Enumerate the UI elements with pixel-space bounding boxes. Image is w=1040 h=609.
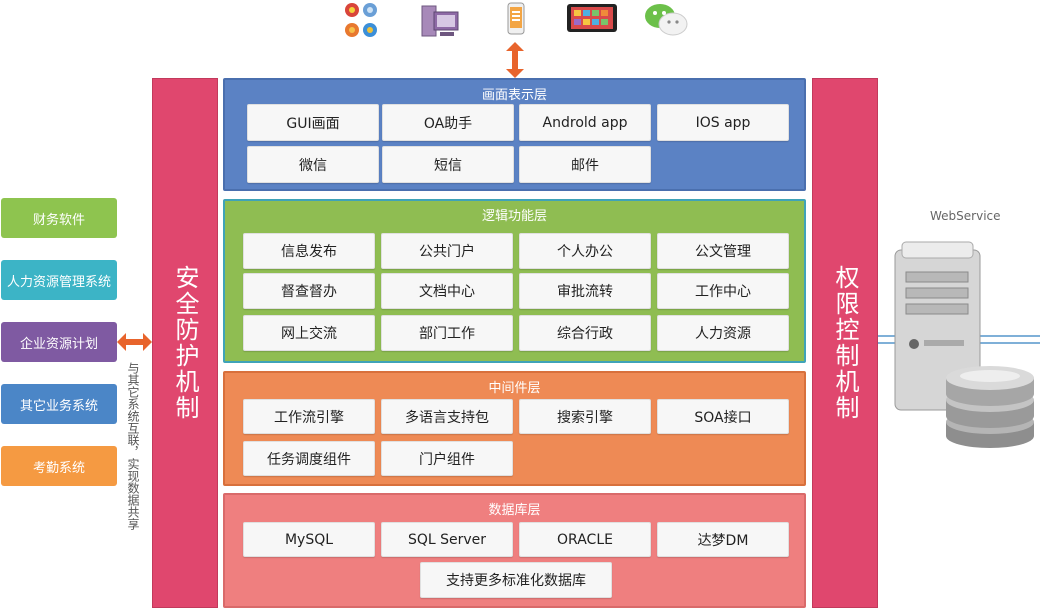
wechat-icon bbox=[645, 4, 688, 36]
database-item: 达梦DM bbox=[657, 522, 789, 557]
database-item: 支持更多标准化数据库 bbox=[420, 562, 612, 598]
middleware-item: SOA接口 bbox=[657, 399, 789, 434]
presentation-layer-title: 画面表示层 bbox=[481, 88, 547, 103]
logic-item: 文档中心 bbox=[381, 273, 513, 309]
database-layer-title: 数据库层 bbox=[488, 503, 541, 518]
middleware-layer-title: 中间件层 bbox=[488, 381, 541, 396]
middleware-layer: 中间件层 工作流引擎 多语言支持包 搜索引擎 SOA接口 任务调度组件 门户组件 bbox=[223, 371, 806, 486]
presentation-item: 邮件 bbox=[519, 146, 651, 183]
mobile-phone-icon bbox=[507, 2, 525, 35]
logic-item: 公文管理 bbox=[657, 233, 789, 269]
left-double-arrow bbox=[117, 333, 152, 351]
presentation-item: OA助手 bbox=[382, 104, 514, 141]
presentation-item: 微信 bbox=[247, 146, 379, 183]
middleware-item: 任务调度组件 bbox=[243, 441, 375, 476]
logic-item: 人力资源 bbox=[657, 315, 789, 351]
logic-item: 综合行政 bbox=[519, 315, 651, 351]
permission-control-label: 权限控制机制 bbox=[831, 265, 859, 421]
middleware-item: 工作流引擎 bbox=[243, 399, 375, 434]
presentation-item: IOS app bbox=[657, 104, 789, 141]
external-system-other: 其它业务系统 bbox=[1, 384, 117, 424]
security-mechanism-label: 安全防护机制 bbox=[171, 265, 199, 421]
database-layer: 数据库层 MySQL SQL Server ORACLE 达梦DM 支持更多标准… bbox=[223, 493, 806, 608]
interconnect-note: 与其它系统互联，实现数据共享 bbox=[126, 362, 140, 530]
external-system-erp: 企业资源计划 bbox=[1, 322, 117, 362]
logic-item: 个人办公 bbox=[519, 233, 651, 269]
device-icons bbox=[330, 0, 700, 44]
security-mechanism-bar: 安全防护机制 bbox=[152, 78, 218, 608]
logic-item: 工作中心 bbox=[657, 273, 789, 309]
presentation-layer: 画面表示层 GUI画面 OA助手 Androld app IOS app 微信 … bbox=[223, 78, 806, 191]
presentation-item: 短信 bbox=[382, 146, 514, 183]
permission-control-bar: 权限控制机制 bbox=[812, 78, 878, 608]
database-icon bbox=[946, 366, 1034, 448]
logic-item: 部门工作 bbox=[381, 315, 513, 351]
top-double-arrow bbox=[506, 42, 524, 78]
logic-item: 网上交流 bbox=[243, 315, 375, 351]
logic-item: 督查督办 bbox=[243, 273, 375, 309]
middleware-item: 门户组件 bbox=[381, 441, 513, 476]
external-system-attendance: 考勤系统 bbox=[1, 446, 117, 486]
external-system-hr: 人力资源管理系统 bbox=[1, 260, 117, 300]
presentation-item: Androld app bbox=[519, 104, 651, 141]
logic-item: 审批流转 bbox=[519, 273, 651, 309]
logic-item: 公共门户 bbox=[381, 233, 513, 269]
tablet-icon bbox=[567, 4, 617, 32]
external-system-finance: 财务软件 bbox=[1, 198, 117, 238]
database-item: ORACLE bbox=[519, 522, 651, 557]
browsers-icon bbox=[345, 3, 377, 37]
logic-item: 信息发布 bbox=[243, 233, 375, 269]
middleware-item: 搜索引擎 bbox=[519, 399, 651, 434]
middleware-item: 多语言支持包 bbox=[381, 399, 513, 434]
database-item: SQL Server bbox=[381, 522, 513, 557]
presentation-item: GUI画面 bbox=[247, 104, 379, 141]
desktop-pc-icon bbox=[421, 5, 459, 37]
webservice-label: WebService bbox=[930, 209, 1001, 223]
database-item: MySQL bbox=[243, 522, 375, 557]
logic-layer: 逻辑功能层 信息发布 公共门户 个人办公 公文管理 督查督办 文档中心 审批流转… bbox=[223, 199, 806, 363]
logic-layer-title: 逻辑功能层 bbox=[481, 209, 547, 224]
